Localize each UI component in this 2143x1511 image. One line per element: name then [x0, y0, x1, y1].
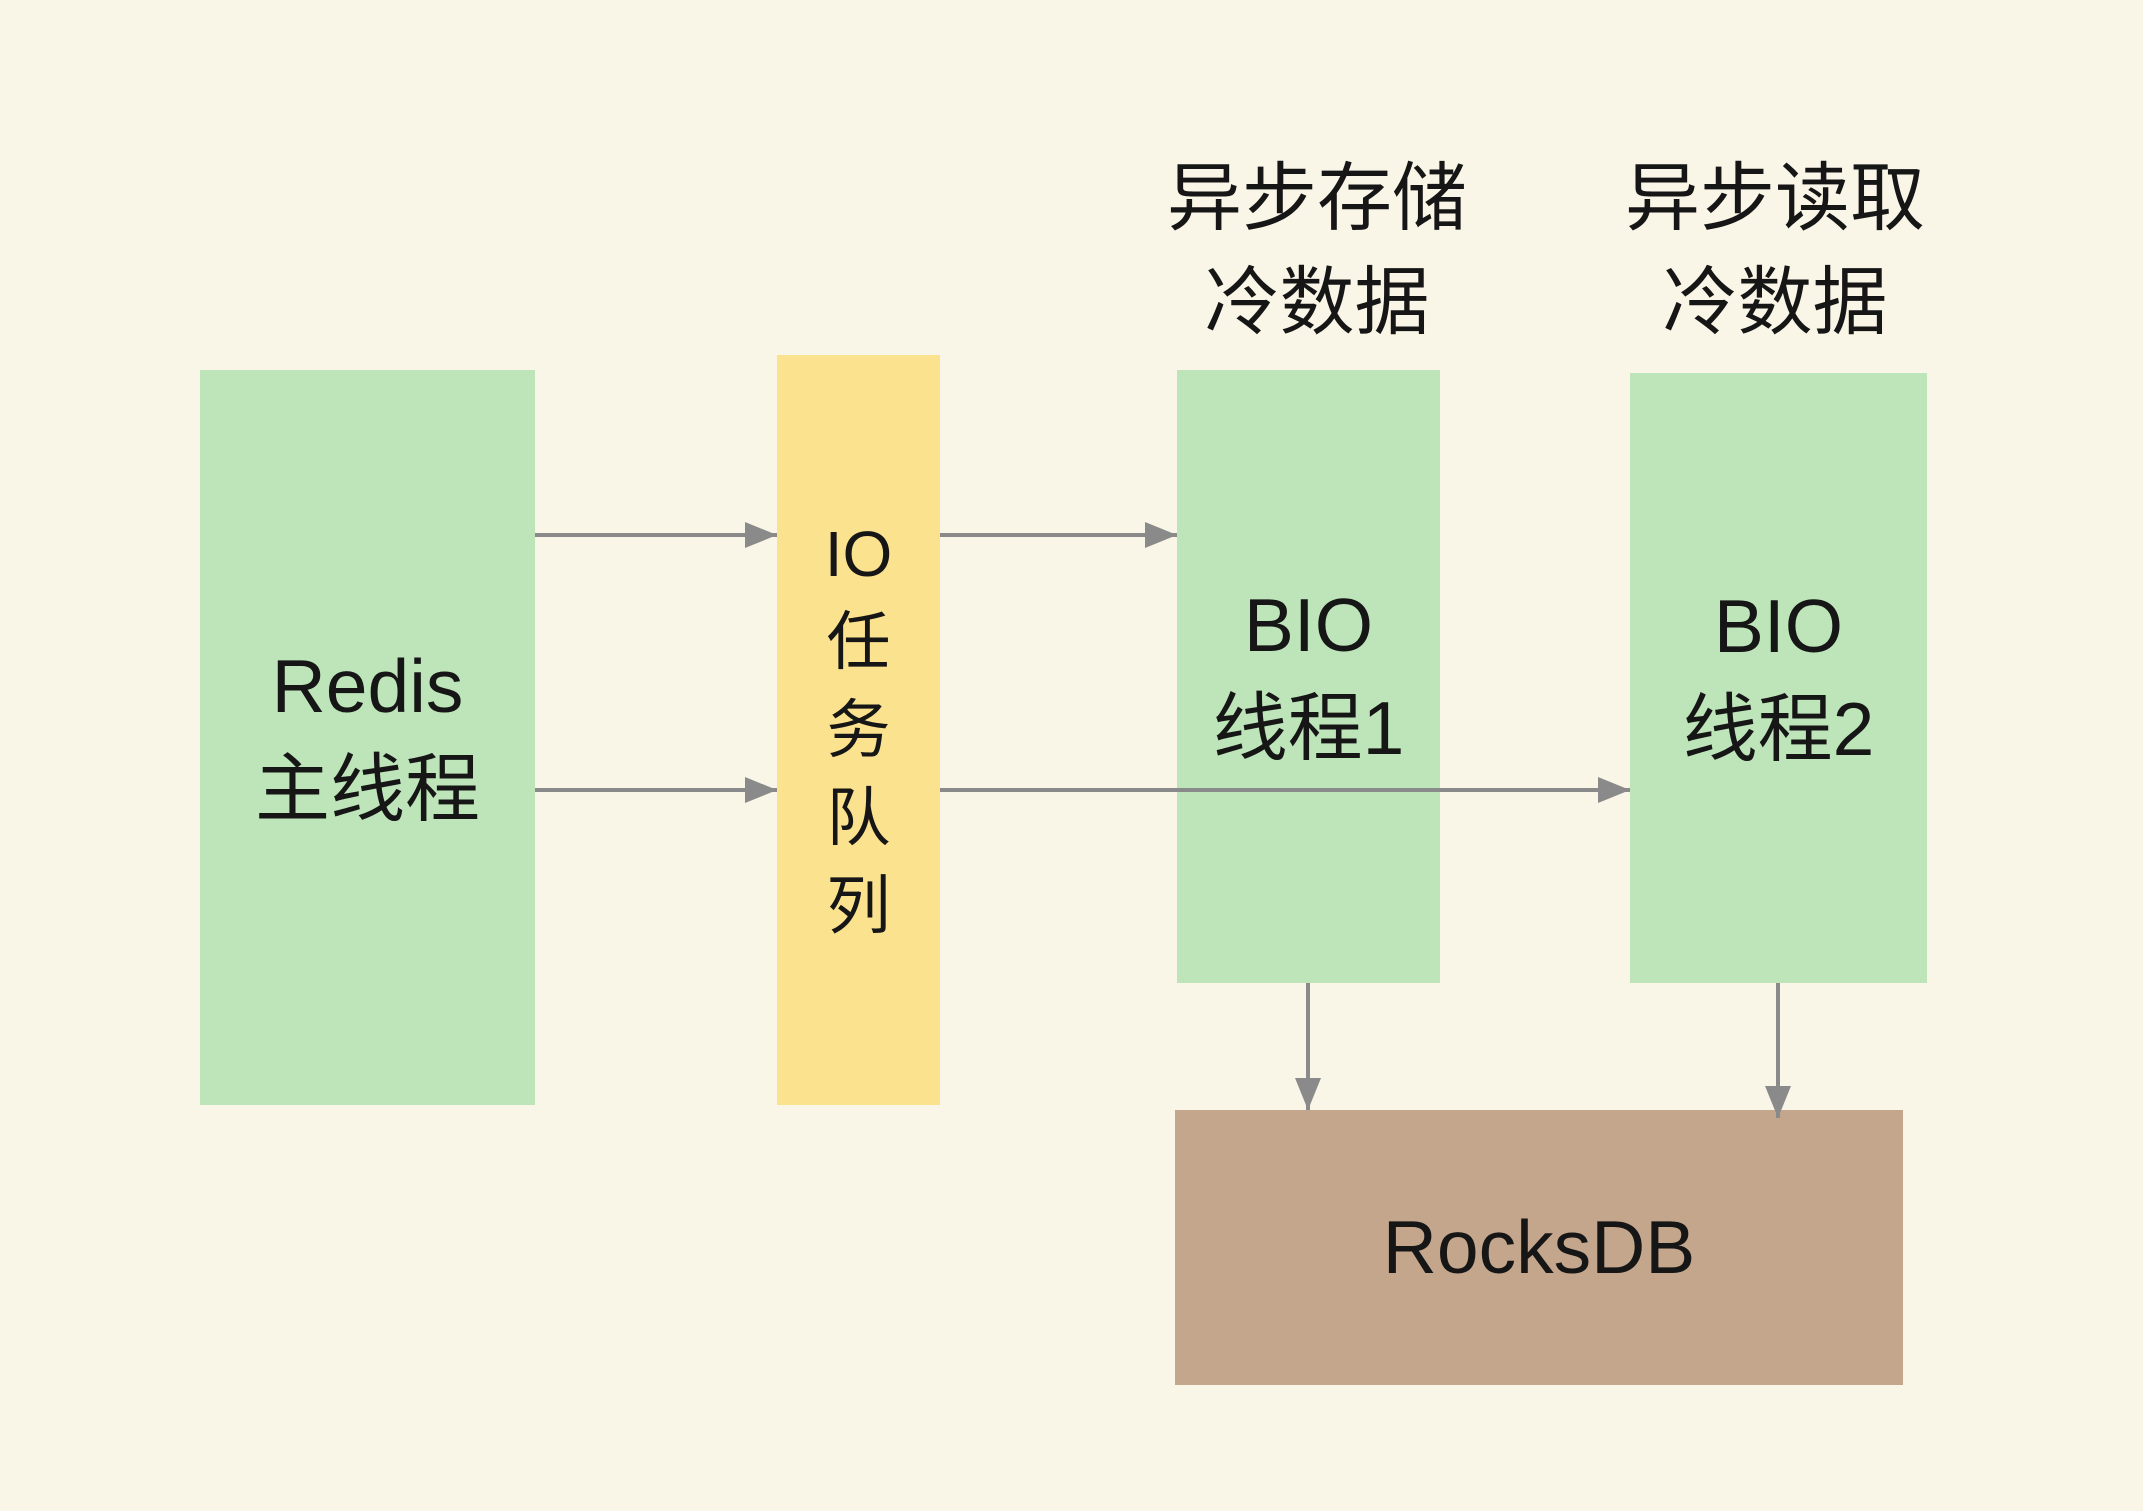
node-io-task-queue: IO 任 务 队 列 — [777, 355, 940, 1105]
node-bio-thread-1: BIO 线程1 — [1177, 370, 1440, 983]
annotation-async-read-cold-data: 异步读取 冷数据 — [1624, 156, 1925, 344]
annotation-async-store-cold-data: 异步存储 冷数据 — [1166, 156, 1467, 344]
node-redis-main-thread: Redis 主线程 — [200, 370, 535, 1105]
node-rocksdb: RocksDB — [1175, 1110, 1903, 1385]
node-bio-thread-2: BIO 线程2 — [1630, 373, 1927, 983]
